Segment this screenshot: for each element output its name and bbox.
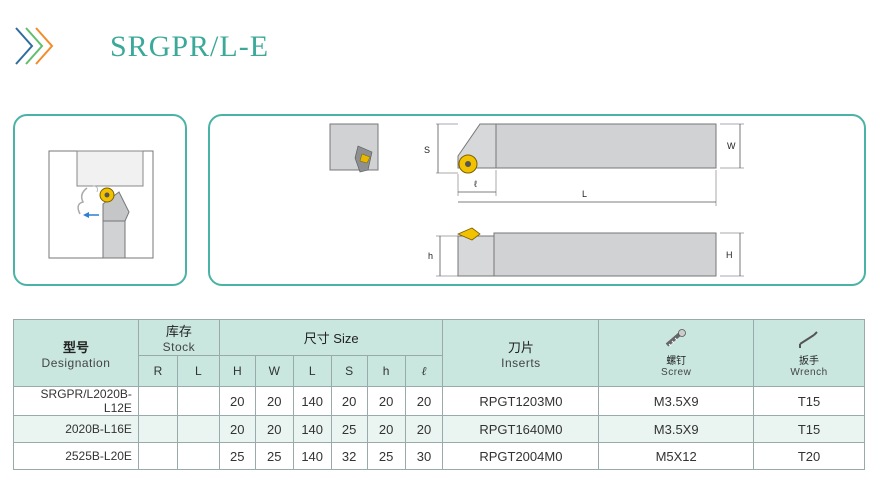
wrench-zh: 扳手 [799,355,820,367]
wrench-icon [799,330,818,348]
screw-zh: 螺钉 [666,355,687,367]
stock-l-cell [176,442,220,470]
small-l-cell: 30 [404,442,444,470]
screw-cell: M5X12 [598,442,755,470]
inserts-zh: 刀片 [507,339,534,355]
stock-l-cell [176,415,220,443]
small-h-cell: 20 [366,415,406,443]
spec-table: 型号 Designation 库存 Stock 尺寸 Size 刀片 Inser… [13,319,865,470]
s-cell: 20 [330,386,368,416]
table-row: SRGPR/L2020B-L12E 20 20 140 20 20 20 RPG… [13,386,865,416]
screw-en: Screw [661,366,692,378]
stock-zh: 库存 [165,324,192,339]
h-cell: 20 [218,386,256,416]
screw-cell: M3.5X9 [598,415,755,443]
application-illustration [48,150,154,259]
stock-l-cell [176,386,220,416]
stock-en: Stock [162,340,196,354]
small-h-cell: 20 [366,386,406,416]
designation-zh: 型号 [62,339,89,355]
wrench-en: Wrench [790,366,828,378]
screw-cell: M3.5X9 [598,386,755,416]
wrench-cell: T15 [753,386,865,416]
size-col-W: W [254,355,294,387]
small-l-cell: 20 [404,386,444,416]
length-cell: 140 [292,415,332,443]
insert-cell: RPGT2004M0 [442,442,600,470]
h-cell: 25 [218,442,256,470]
insert-cell: RPGT1203M0 [442,386,600,416]
length-cell: 140 [292,442,332,470]
dim-label-S: S [424,145,430,155]
small-h-cell: 25 [366,442,406,470]
s-cell: 32 [330,442,368,470]
inserts-en: Inserts [501,355,541,370]
size-label: 尺寸 Size [303,331,359,346]
tool-dimension-drawing: S W ℓ L h H [329,123,744,277]
wrench-cell: T15 [753,415,865,443]
h-cell: 20 [218,415,256,443]
stock-r-cell [137,442,178,470]
w-cell: 25 [254,442,294,470]
dim-label-l: ℓ [474,179,478,189]
stock-r-header: R [137,355,178,387]
s-cell: 25 [330,415,368,443]
page-title: SRGPR/L-E [110,30,270,63]
dim-label-W: W [727,141,736,151]
table-row: 2020B-L16E 20 20 140 25 20 20 RPGT1640M0… [13,415,865,443]
screw-header: 螺钉 Screw [598,319,755,387]
size-header: 尺寸 Size [218,319,444,356]
stock-l-header: L [176,355,220,387]
small-l-cell: 20 [404,415,444,443]
designation-cell: SRGPR/L2020B-L12E [13,386,139,416]
screw-icon [665,328,687,347]
wrench-cell: T20 [753,442,865,470]
double-chevron-icon [15,27,54,65]
wrench-header: 扳手 Wrench [753,319,865,387]
designation-cell: 2020B-L16E [13,415,139,443]
size-col-h: h [366,355,406,387]
dim-label-h: h [428,251,433,261]
designation-en: Designation [41,355,111,370]
designation-header: 型号 Designation [13,319,139,387]
w-cell: 20 [254,386,294,416]
inserts-header: 刀片 Inserts [442,319,600,387]
size-col-L: L [292,355,332,387]
size-col-H: H [218,355,256,387]
size-col-l: ℓ [404,355,444,387]
table-row: 2525B-L20E 25 25 140 32 25 30 RPGT2004M0… [13,442,865,470]
application-panel [13,114,187,286]
length-cell: 140 [292,386,332,416]
size-col-S: S [330,355,368,387]
insert-cell: RPGT1640M0 [442,415,600,443]
designation-cell: 2525B-L20E [13,442,139,470]
dim-label-L: L [582,189,587,199]
dimension-drawing-panel: S W ℓ L h H [208,114,866,286]
stock-r-cell [137,386,178,416]
w-cell: 20 [254,415,294,443]
stock-r-cell [137,415,178,443]
dim-label-H: H [726,250,733,260]
stock-header: 库存 Stock [137,319,220,356]
